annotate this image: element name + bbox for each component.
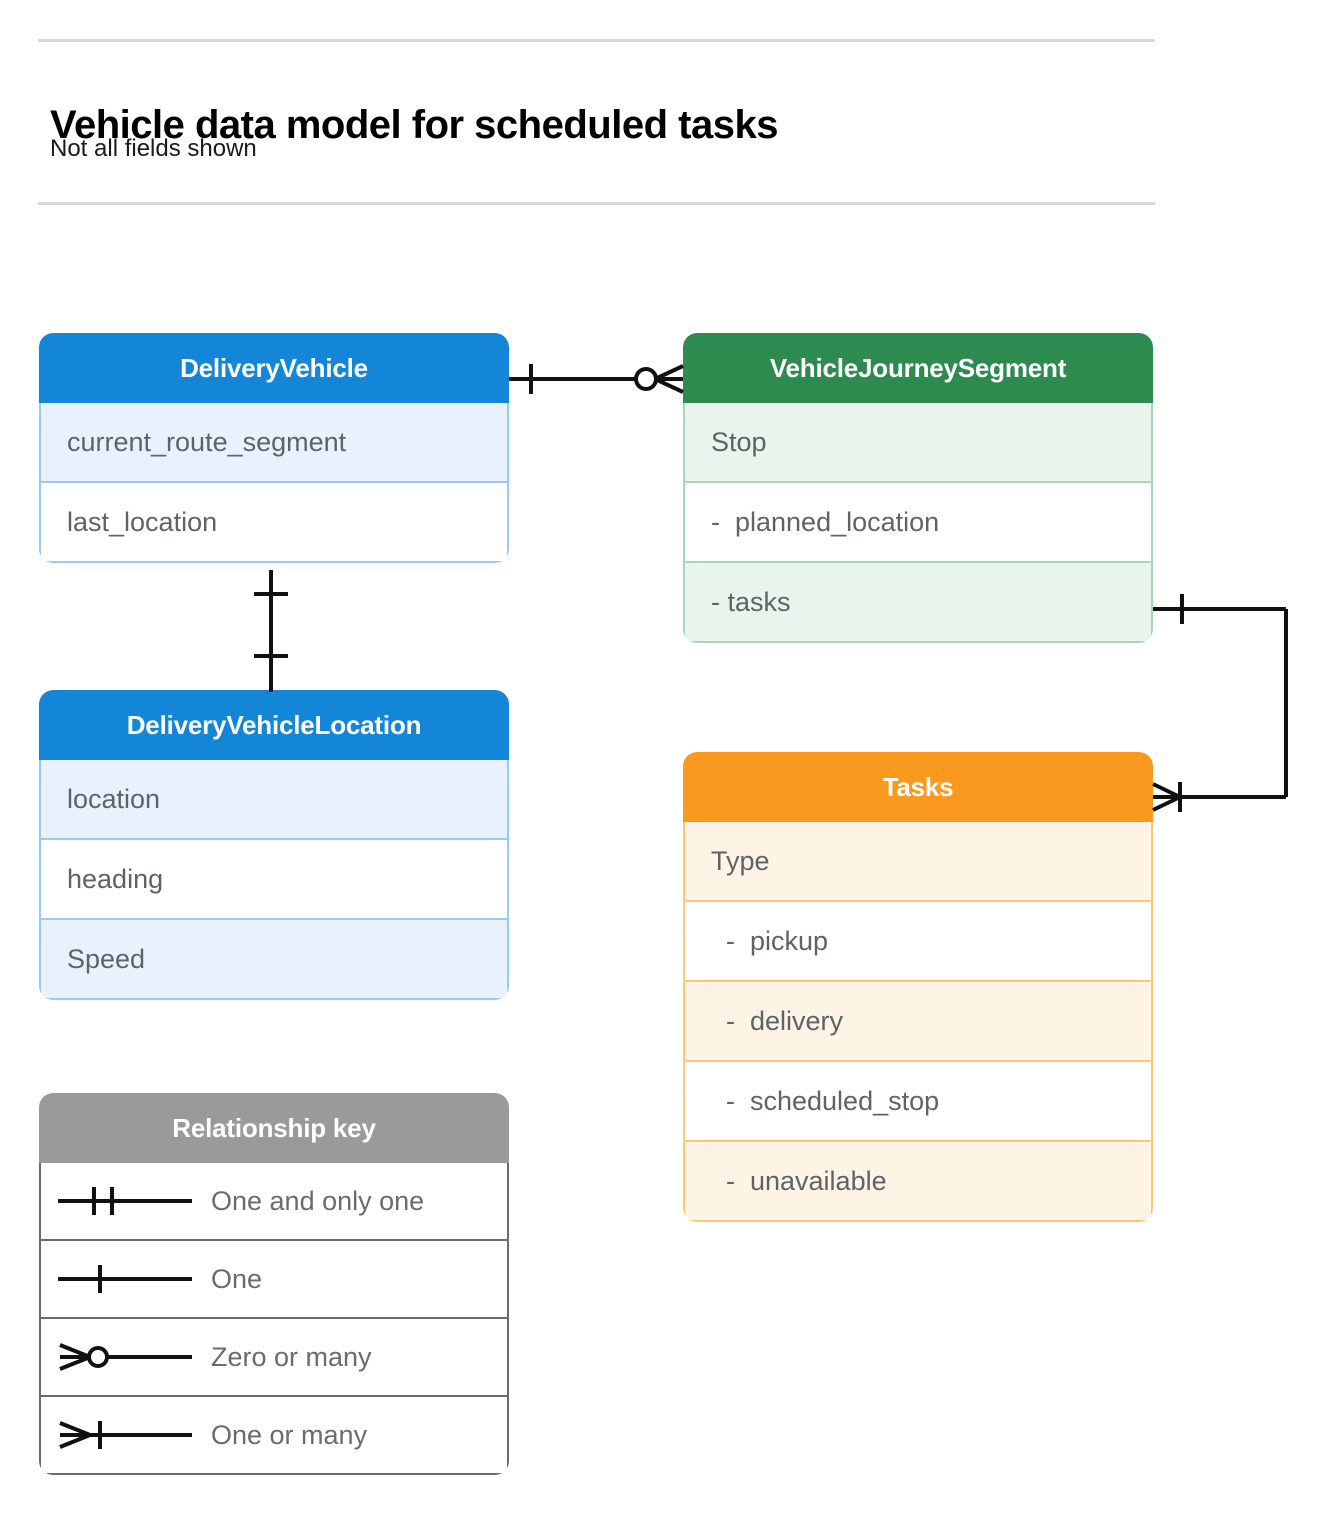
- legend-rows: One and only one One Zero: [39, 1163, 509, 1475]
- page-title: Vehicle data model for scheduled tasks: [50, 102, 778, 147]
- legend-header: Relationship key: [39, 1093, 509, 1163]
- entity-field[interactable]: last_location: [39, 483, 509, 563]
- entity-header-tasks: Tasks: [683, 752, 1153, 822]
- legend-row-one-or-many[interactable]: One or many: [39, 1397, 509, 1475]
- zero-or-many-icon: [41, 1319, 211, 1395]
- legend-relationship-key[interactable]: Relationship key One and only one One: [39, 1093, 509, 1475]
- entity-header-delivery-vehicle-location: DeliveryVehicleLocation: [39, 690, 509, 760]
- one-icon: [41, 1241, 211, 1317]
- one-or-many-icon: [41, 1397, 211, 1473]
- header-divider-top: [38, 39, 1155, 42]
- entity-rows-tasks: Type - pickup - delivery - scheduled_sto…: [683, 822, 1153, 1222]
- entity-delivery-vehicle-location[interactable]: DeliveryVehicleLocation location heading…: [39, 690, 509, 1000]
- entity-field[interactable]: - planned_location: [683, 483, 1153, 563]
- entity-field[interactable]: - scheduled_stop: [683, 1062, 1153, 1142]
- entity-field[interactable]: Stop: [683, 403, 1153, 483]
- entity-field[interactable]: Type: [683, 822, 1153, 902]
- legend-label: One: [211, 1263, 263, 1294]
- entity-tasks[interactable]: Tasks Type - pickup - delivery - schedul…: [683, 752, 1153, 1222]
- connector-deliveryvehicle-vehiclejourneysegment: [509, 364, 684, 394]
- entity-field[interactable]: current_route_segment: [39, 403, 509, 483]
- entity-vehicle-journey-segment[interactable]: VehicleJourneySegment Stop - planned_loc…: [683, 333, 1153, 643]
- entity-header-vehicle-journey-segment: VehicleJourneySegment: [683, 333, 1153, 403]
- entity-field[interactable]: Speed: [39, 920, 509, 1000]
- entity-rows-vehicle-journey-segment: Stop - planned_location - tasks: [683, 403, 1153, 643]
- page-subtitle: Not all fields shown: [50, 135, 257, 162]
- entity-delivery-vehicle[interactable]: DeliveryVehicle current_route_segment la…: [39, 333, 509, 563]
- legend-row-zero-or-many[interactable]: Zero or many: [39, 1319, 509, 1397]
- legend-label: One and only one: [211, 1185, 425, 1216]
- entity-field[interactable]: - tasks: [683, 563, 1153, 643]
- header-divider-bottom: [38, 202, 1155, 205]
- entity-rows-delivery-vehicle-location: location heading Speed: [39, 760, 509, 1000]
- entity-field[interactable]: - pickup: [683, 902, 1153, 982]
- legend-label: One or many: [211, 1419, 368, 1450]
- connector-vehiclejourneysegment-tasks: [1152, 594, 1288, 812]
- entity-header-delivery-vehicle: DeliveryVehicle: [39, 333, 509, 403]
- legend-label: Zero or many: [211, 1341, 372, 1372]
- legend-row-one-and-only-one[interactable]: One and only one: [39, 1163, 509, 1241]
- entity-field[interactable]: heading: [39, 840, 509, 920]
- entity-field[interactable]: location: [39, 760, 509, 840]
- legend-row-one[interactable]: One: [39, 1241, 509, 1319]
- connector-deliveryvehicle-deliveryvehiclelocation: [254, 570, 288, 692]
- one-and-only-one-icon: [41, 1163, 211, 1239]
- entity-rows-delivery-vehicle: current_route_segment last_location: [39, 403, 509, 563]
- entity-field[interactable]: - delivery: [683, 982, 1153, 1062]
- entity-field[interactable]: - unavailable: [683, 1142, 1153, 1222]
